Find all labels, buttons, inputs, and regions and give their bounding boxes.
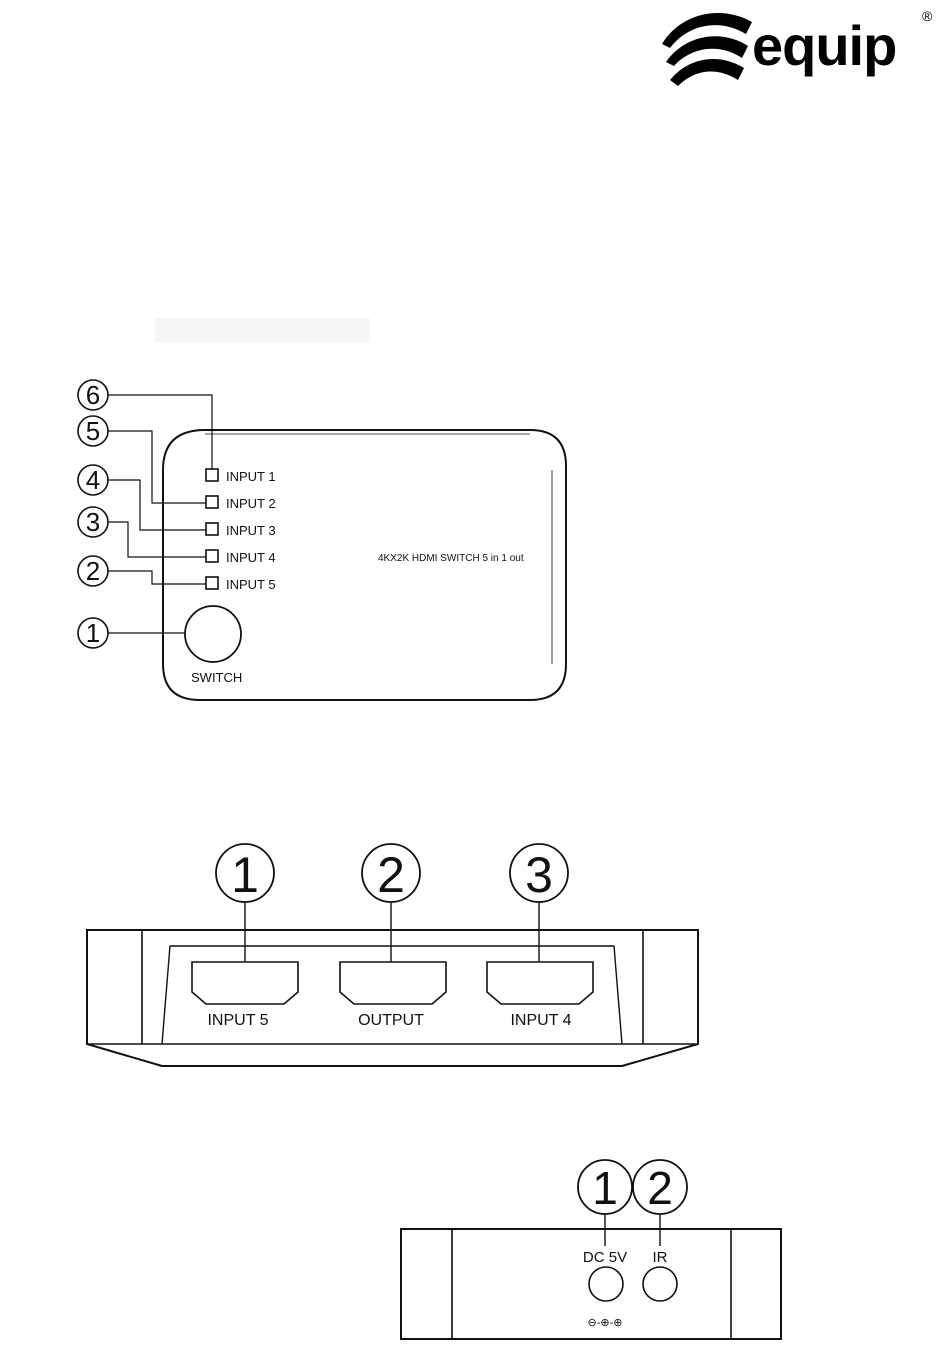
port-label-output: OUTPUT bbox=[358, 1012, 424, 1029]
port-label-dc-5v: DC 5V bbox=[583, 1249, 627, 1266]
hdmi-port-input-5 bbox=[192, 962, 298, 1004]
ir-jack bbox=[643, 1267, 677, 1301]
polarity-symbol: ⊖-⊕-⊕ bbox=[588, 1317, 623, 1329]
front-callout-3: 3 bbox=[525, 847, 553, 903]
callout-2: 2 bbox=[86, 556, 100, 586]
led-input-2 bbox=[206, 496, 218, 508]
hdmi-port-output bbox=[340, 962, 446, 1004]
top-view-diagram bbox=[78, 380, 566, 700]
led-label-input-2: INPUT 2 bbox=[226, 496, 276, 511]
dc-5v-jack bbox=[589, 1267, 623, 1301]
rear-callout-1: 1 bbox=[592, 1162, 618, 1214]
switch-button bbox=[185, 606, 241, 662]
top-view-text: 6 5 4 3 2 1 INPUT 1 INPUT 2 INPUT 3 INPU… bbox=[86, 380, 524, 685]
callout-3: 3 bbox=[86, 507, 100, 537]
led-input-4 bbox=[206, 550, 218, 562]
led-input-3 bbox=[206, 523, 218, 535]
port-label-ir: IR bbox=[653, 1249, 668, 1266]
front-callout-1: 1 bbox=[231, 847, 259, 903]
led-label-input-5: INPUT 5 bbox=[226, 577, 276, 592]
led-input-5 bbox=[206, 577, 218, 589]
callout-6: 6 bbox=[86, 380, 100, 410]
port-label-input-5: INPUT 5 bbox=[207, 1012, 268, 1029]
callout-5: 5 bbox=[86, 416, 100, 446]
callout-4: 4 bbox=[86, 465, 100, 495]
led-label-input-1: INPUT 1 bbox=[226, 469, 276, 484]
led-input-1 bbox=[206, 469, 218, 481]
callout-1: 1 bbox=[86, 618, 100, 648]
switch-label: SWITCH bbox=[191, 670, 242, 685]
led-label-input-3: INPUT 3 bbox=[226, 523, 276, 538]
front-callout-2: 2 bbox=[377, 847, 405, 903]
front-view-text: 1 2 3 INPUT 5 OUTPUT INPUT 4 bbox=[207, 847, 571, 1029]
rear-callout-2: 2 bbox=[647, 1162, 673, 1214]
hdmi-port-input-4 bbox=[487, 962, 593, 1004]
led-label-input-4: INPUT 4 bbox=[226, 550, 276, 565]
product-label: 4KX2K HDMI SWITCH 5 in 1 out bbox=[378, 553, 524, 564]
port-label-input-4: INPUT 4 bbox=[510, 1012, 571, 1029]
